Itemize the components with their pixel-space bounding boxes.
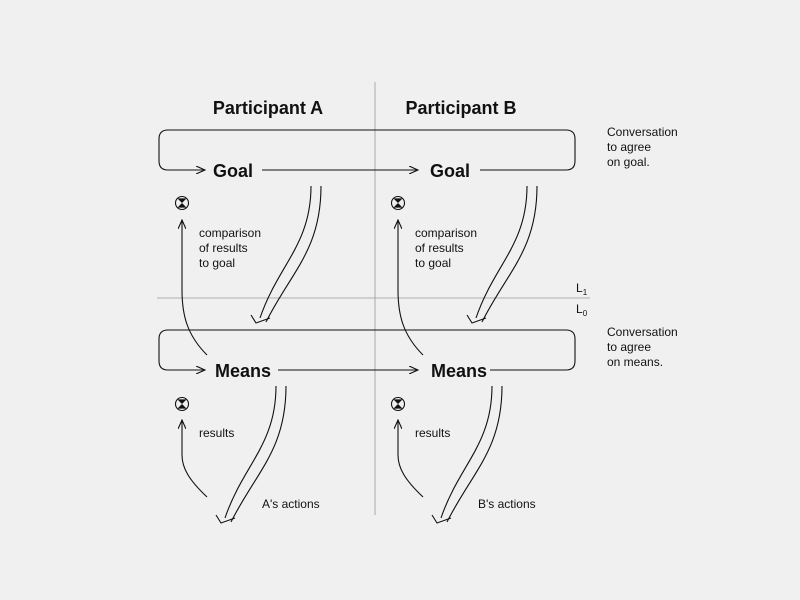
comparison-a-line-3: to goal (199, 256, 235, 270)
comparison-b-feedback-arrow (398, 220, 424, 356)
goal-conversation-note: Conversation to agree on goal. (607, 125, 681, 169)
results-b-label: results (415, 426, 450, 440)
comparison-a-feedback-arrow (182, 220, 208, 356)
comparison-b-line-3: to goal (415, 256, 451, 270)
comparator-means-b-icon (390, 396, 406, 412)
level-l1-letter: L (576, 281, 583, 295)
comparator-goal-a-icon (174, 195, 190, 211)
comparator-means-a-icon (174, 396, 190, 412)
comparator-goal-b-icon (390, 195, 406, 211)
participant-a-title: Participant A (213, 98, 323, 118)
comparison-b-label: comparison of results to goal (415, 226, 480, 270)
results-a-label: results (199, 426, 234, 440)
comparison-a-line-2: of results (199, 241, 248, 255)
means-note-line-3: on means. (607, 355, 663, 369)
level-l0-label: L0 (576, 302, 588, 318)
goal-note-line-2: to agree (607, 140, 651, 154)
level-l1-subscript: 1 (583, 288, 588, 297)
goal-conversation-loop (158, 129, 576, 170)
goal-a-node: Goal (213, 161, 253, 181)
means-note-line-1: Conversation (607, 325, 678, 339)
results-b-feedback-arrow (398, 420, 424, 498)
level-l1-label: L1 (576, 281, 588, 297)
results-a-feedback-arrow (182, 420, 208, 498)
means-b-node: Means (431, 361, 487, 381)
level-l0-letter: L (576, 302, 583, 316)
means-a-node: Means (215, 361, 271, 381)
actions-b-label: B's actions (478, 497, 536, 511)
means-conversation-loop (158, 329, 576, 370)
participant-b-title: Participant B (405, 98, 516, 118)
comparison-a-line-1: comparison (199, 226, 261, 240)
actions-a-label: A's actions (262, 497, 320, 511)
level-l0-subscript: 0 (583, 309, 588, 318)
means-b-to-actions-b-hollow-arrow (431, 385, 503, 524)
goal-note-line-1: Conversation (607, 125, 678, 139)
goal-note-line-3: on goal. (607, 155, 650, 169)
goal-b-to-means-b-hollow-arrow (466, 185, 538, 324)
means-a-to-actions-a-hollow-arrow (215, 385, 287, 524)
comparison-b-line-2: of results (415, 241, 464, 255)
goal-a-to-means-a-hollow-arrow (250, 185, 322, 324)
comparison-b-line-1: comparison (415, 226, 477, 240)
goal-b-node: Goal (430, 161, 470, 181)
means-note-line-2: to agree (607, 340, 651, 354)
means-conversation-note: Conversation to agree on means. (607, 325, 681, 369)
comparison-a-label: comparison of results to goal (199, 226, 264, 270)
